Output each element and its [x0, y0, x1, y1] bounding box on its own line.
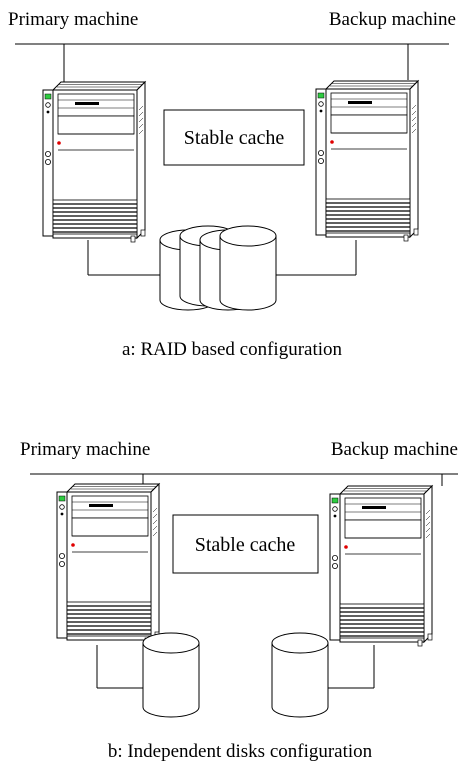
- primary-server-icon: [42, 81, 146, 243]
- caption-b: b: Independent disks configuration: [108, 741, 373, 762]
- diagram-a: Primary machine Backup machine Stable ca…: [8, 9, 456, 360]
- primary-machine-label: Primary machine: [20, 439, 150, 460]
- diagram-b: Primary machine Backup machine Stable ca…: [20, 439, 458, 762]
- stable-cache-label: Stable cache: [184, 127, 285, 149]
- primary-disk-icon: [142, 632, 200, 718]
- primary-machine-label: Primary machine: [8, 9, 138, 30]
- stable-cache-label: Stable cache: [195, 534, 296, 556]
- backup-disk-icon: [271, 632, 329, 718]
- backup-machine-label: Backup machine: [329, 9, 456, 30]
- primary-server-icon: [56, 483, 160, 645]
- backup-server-icon: [329, 485, 433, 647]
- backup-server-icon: [315, 80, 419, 242]
- raid-disk-array-icon: [159, 225, 277, 311]
- caption-a: a: RAID based configuration: [122, 339, 343, 360]
- stable-cache-box: [172, 514, 319, 574]
- backup-machine-label: Backup machine: [331, 439, 458, 460]
- stable-cache-box: [163, 109, 305, 166]
